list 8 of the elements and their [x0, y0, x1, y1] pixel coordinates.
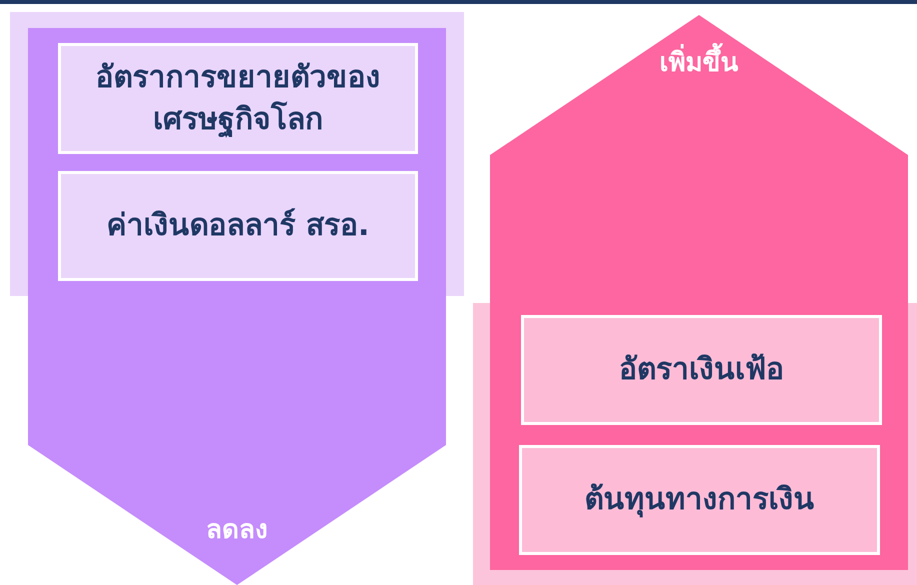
down-arrow-shape	[28, 28, 446, 585]
up-arrow-shape	[490, 15, 908, 570]
factor-box: ต้นทุนทางการเงิน	[519, 445, 880, 555]
factor-box: ค่าเงินดอลลาร์ สรอ.	[58, 171, 418, 281]
factor-box: อัตราเงินเฟ้อ	[521, 315, 882, 425]
direction-label: ลดลง	[206, 514, 268, 547]
factor-box: อัตราการขยายตัวของเศรษฐกิจโลก	[58, 43, 418, 154]
direction-label: เพิ่มขึ้น	[660, 41, 738, 82]
